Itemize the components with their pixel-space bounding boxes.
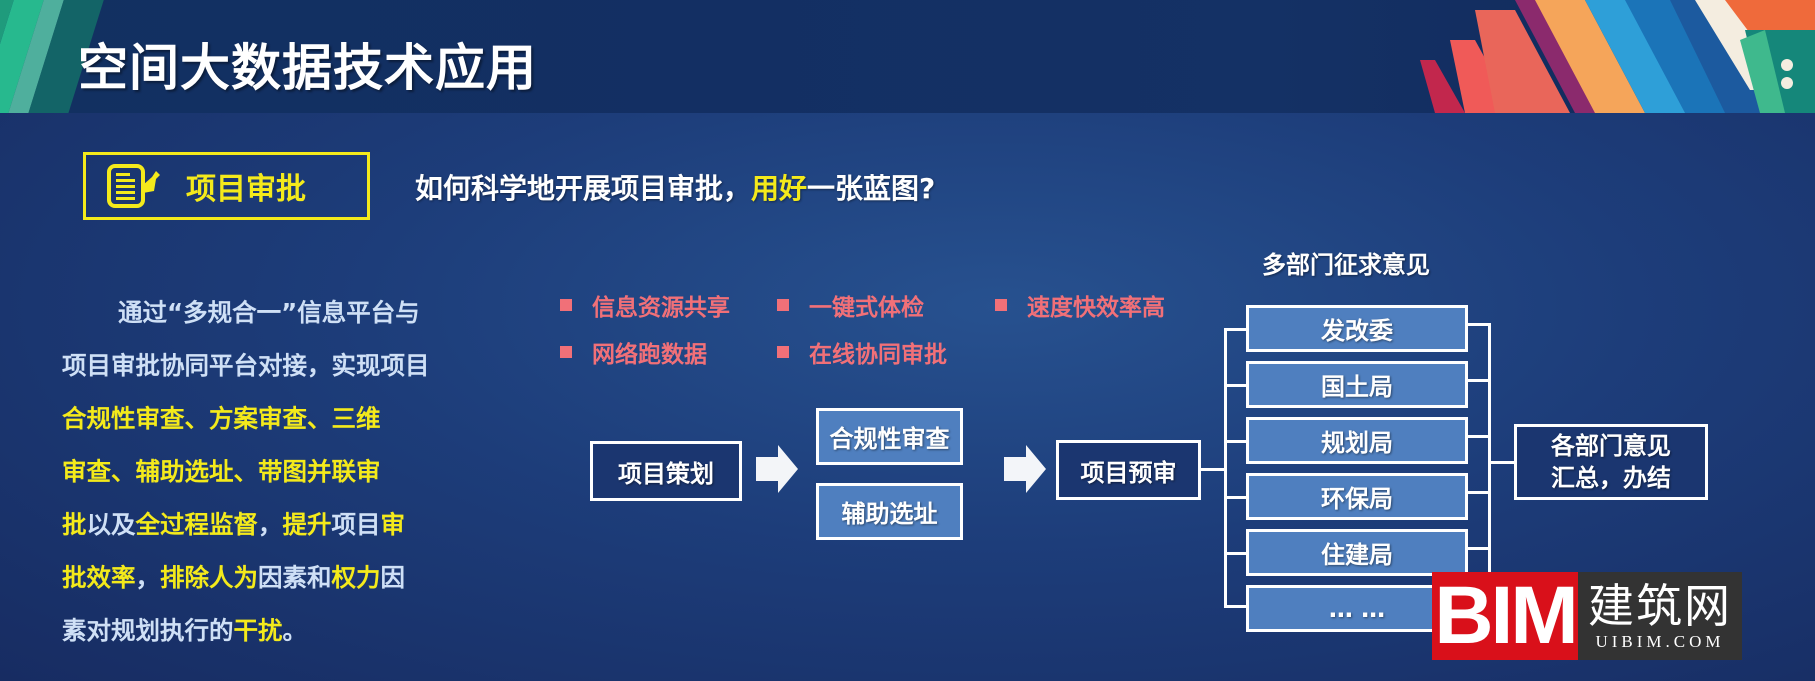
bullet-square-icon [560,299,572,311]
watermark-logo: BIM 建筑网 UIBIM.COM [1432,570,1815,661]
page-title: 空间大数据技术应用 [78,39,537,97]
question-heading: 如何科学地开展项目审批，用好一张蓝图? [415,167,935,207]
feature-item: 信息资源共享 [560,288,730,322]
bracket-tick [1224,605,1246,608]
dept-ndrc: 发改委 [1246,305,1468,352]
decorative-stripes-right [1420,0,1815,113]
feature-item: 网络跑数据 [560,335,707,369]
departments-title: 多部门征求意见 [1262,251,1430,279]
step-project-prereview: 项目预审 [1056,440,1201,500]
bullet-square-icon [995,299,1007,311]
bracket-tick [1224,552,1246,555]
step-site-selection: 辅助选址 [816,483,963,540]
header-band: 空间大数据技术应用 [0,0,1815,113]
section-badge: 项目审批 [83,152,370,220]
bullet-square-icon [777,299,789,311]
para-line: 批以及全过程监督，提升项目审 [62,510,405,539]
watermark-brand: BIM [1432,570,1579,661]
decorative-stripes-left [0,0,104,113]
para-line: 项目审批协同平台对接，实现项目 [62,351,430,380]
bracket-tick [1468,435,1490,438]
bracket-tick [1468,491,1490,494]
bracket-right [1488,323,1491,633]
arrow-right-icon [756,445,798,493]
para-line: 合规性审查、方案审查、三维 [62,404,381,433]
section-label: 项目审批 [186,172,306,207]
dept-planning: 规划局 [1246,417,1468,464]
question-text: 如何科学地开展项目审批， [415,172,752,205]
bullet-square-icon [777,346,789,358]
bracket-tick [1224,384,1246,387]
feature-item: 一键式体检 [777,288,924,322]
dept-more: … … [1246,585,1468,632]
question-text-end: 一张蓝图? [807,172,936,205]
bracket-left [1224,328,1227,607]
para-line: 审查、辅助选址、带图并联审 [62,457,381,486]
bracket-tick [1224,328,1246,331]
bracket-tick [1468,379,1490,382]
arrow-right-icon [1004,445,1046,493]
bullet-square-icon [560,346,572,358]
question-highlight: 用好 [751,172,808,205]
dept-land: 国土局 [1246,361,1468,408]
dept-environment: 环保局 [1246,473,1468,520]
result-line-1: 各部门意见 [1551,432,1671,460]
watermark-text: 建筑网 UIBIM.COM [1578,572,1742,660]
connector-line [1201,468,1225,471]
step-compliance-review: 合规性审查 [816,408,963,465]
para-line: 通过“多规合一”信息平台与 [118,298,420,327]
para-line: 批效率，排除人为因素和权力因 [62,563,405,592]
watermark-cn: 建筑网 [1588,579,1732,633]
bracket-tick [1224,440,1246,443]
feature-item: 速度快效率高 [995,288,1165,322]
result-line-2: 汇总，办结 [1551,464,1671,492]
connector-line [1488,461,1516,464]
para-line: 素对规划执行的干扰。 [62,616,307,645]
dept-housing: 住建局 [1246,529,1468,576]
result-box: 各部门意见 汇总，办结 [1514,424,1708,500]
bracket-tick [1468,323,1490,326]
bracket-tick [1224,496,1246,499]
feature-item: 在线协同审批 [777,335,947,369]
watermark-domain: UIBIM.COM [1595,632,1725,651]
bracket-tick [1468,547,1490,550]
document-icon [107,164,160,208]
step-project-planning: 项目策划 [590,441,742,501]
description-paragraph: 通过“多规合一”信息平台与 项目审批协同平台对接，实现项目 合规性审查、方案审查… [62,286,502,657]
